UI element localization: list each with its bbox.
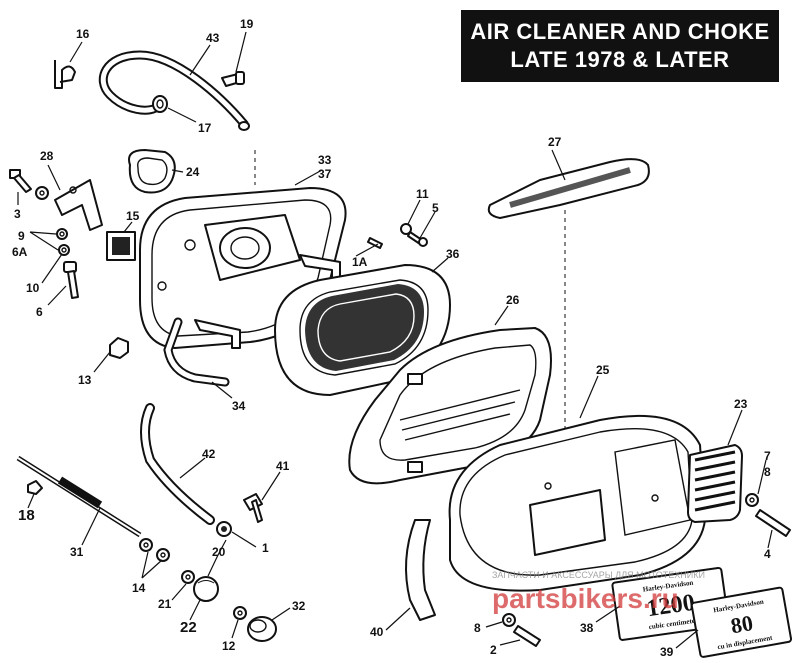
callout-32: 32 [292,599,306,613]
part-3-bolt [9,169,32,193]
part-42-hose [140,403,215,525]
callout-25: 25 [596,363,610,377]
callout-8a: 8 [764,465,771,479]
callout-42: 42 [202,447,216,461]
callout-18: 18 [18,507,35,524]
callout-15: 15 [126,209,140,223]
callout-13: 13 [78,373,92,387]
part-17-clamp [152,95,168,113]
callout-14: 14 [132,581,146,595]
callout-labels: 16 19 43 17 24 28 3 9 6A 10 6 15 33 37 1… [12,17,771,659]
callout-4: 4 [764,547,771,561]
part-2-screw [513,625,541,647]
part-1a-screw [367,237,383,249]
callout-10: 10 [26,281,40,295]
callout-24: 24 [186,165,200,179]
part-31-cable [16,455,142,538]
part-41-screw [243,493,263,523]
part-43-bent-tube [98,50,250,131]
callout-40: 40 [370,625,384,639]
callout-43: 43 [206,31,220,45]
part-21-nut [181,570,195,584]
part-6-bolt [63,261,79,299]
part-11-screw [400,223,412,235]
part-28-bracket [54,179,103,231]
callout-2: 2 [490,643,497,657]
part-19-screw [221,71,245,87]
callout-1: 1 [262,541,269,555]
callout-6: 6 [36,305,43,319]
part-22-knob [193,576,219,602]
callout-39: 39 [660,645,674,659]
part-39-plate: Harley-Davidson 80 cu in displacement [690,586,793,658]
callout-38: 38 [580,621,594,635]
part-4-screw [755,509,791,537]
part-8-lower-washer [502,613,516,627]
callout-23: 23 [734,397,748,411]
part-13-nut [109,337,129,359]
part-16-clip [54,60,76,89]
callout-8b: 8 [474,621,481,635]
part-15-knob [106,231,136,261]
callout-5: 5 [432,201,439,215]
title-line-2: LATE 1978 & LATER [510,47,730,72]
callout-21: 21 [158,597,172,611]
watermark: ЗАПЧАСТИ И АКСЕССУАРЫ ДЛЯ МОТОТЕХНИКИ pa… [492,570,705,614]
part-23-badge [687,444,743,523]
title-line-1: AIR CLEANER AND CHOKE [470,19,770,44]
callout-20: 20 [212,545,226,559]
part-34-drain-tube [163,317,230,387]
part-40-side-trim [405,519,436,621]
callout-11: 11 [416,187,429,201]
callout-7: 7 [764,449,771,463]
callout-19: 19 [240,17,254,31]
callout-36: 36 [446,247,460,261]
callout-1a: 1A [352,255,368,269]
callout-9: 9 [18,229,25,243]
part-14-nuts [139,538,170,562]
part-24-gasket [128,149,176,194]
callout-26: 26 [506,293,520,307]
leader-lines [17,31,773,649]
part-8-washer [745,493,759,507]
callout-31: 31 [70,545,84,559]
part-9-washers [35,186,70,256]
part-36-filter-element [274,264,451,396]
callout-16: 16 [76,27,90,41]
callout-17: 17 [198,121,212,135]
part-1-fitting [216,521,232,537]
callout-27: 27 [548,135,562,149]
part-5-screw [407,231,428,247]
callout-34: 34 [232,399,246,413]
callout-28: 28 [40,149,54,163]
callout-37: 37 [318,167,332,181]
callout-6a: 6A [12,245,28,259]
watermark-site: partsbikers.ru [492,583,679,614]
part-25-cover [448,414,706,592]
callout-33: 33 [318,153,332,167]
part-27-trim [487,158,650,219]
diagram-title-box: AIR CLEANER AND CHOKE LATE 1978 & LATER [461,10,779,82]
plate-39-value: 80 [729,610,755,638]
callout-41: 41 [276,459,290,473]
part-18-nut [27,480,43,495]
watermark-tagline: ЗАПЧАСТИ И АКСЕССУАРЫ ДЛЯ МОТОТЕХНИКИ [492,570,705,580]
callout-12: 12 [222,639,236,653]
part-32-cap [247,616,277,642]
callout-22: 22 [180,619,197,636]
callout-3: 3 [14,207,21,221]
part-12-washer [233,606,247,620]
